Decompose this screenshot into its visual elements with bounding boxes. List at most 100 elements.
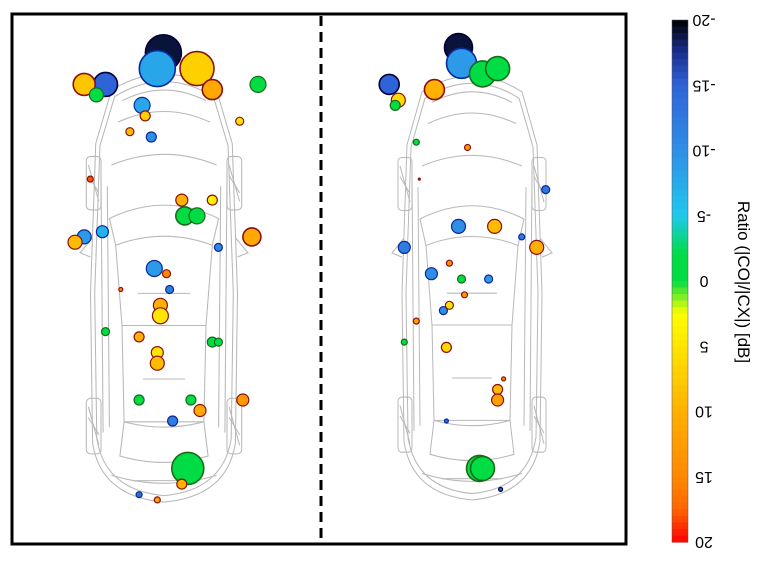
colorbar-band <box>672 287 688 295</box>
colorbar-band <box>672 261 688 269</box>
colorbar-band <box>672 235 688 243</box>
bubble-point <box>249 75 267 94</box>
colorbar-tick-label: 5 <box>699 337 708 354</box>
colorbar-band <box>672 39 688 47</box>
bubble-point <box>236 393 250 407</box>
colorbar-band <box>672 515 688 524</box>
colorbar-band <box>672 130 688 139</box>
colorbar-band <box>672 300 688 308</box>
bubble-point <box>149 355 165 371</box>
colorbar-band <box>672 378 688 386</box>
bubble-point <box>176 478 188 490</box>
colorbar-band <box>672 346 688 354</box>
bubble-point <box>201 78 224 101</box>
colorbar-band <box>672 228 688 236</box>
colorbar-band <box>672 209 688 217</box>
colorbar-band <box>672 365 688 373</box>
colorbar-band <box>672 522 688 530</box>
bubble-point <box>133 331 145 343</box>
bubble-point <box>100 327 111 337</box>
colorbar-band <box>672 176 688 184</box>
colorbar-band <box>672 26 688 34</box>
bubble-point <box>484 55 511 82</box>
bubble-point <box>145 131 157 143</box>
bubble-point <box>242 227 262 247</box>
colorbar-band <box>672 411 688 419</box>
bubble-point <box>193 403 207 418</box>
colorbar-band <box>672 52 688 60</box>
bubble-point <box>118 286 124 293</box>
bubble-point <box>145 259 163 278</box>
colorbar-band <box>672 352 688 360</box>
colorbar-band <box>672 111 688 119</box>
bubble-point <box>139 110 151 122</box>
colorbar-band <box>672 496 688 504</box>
colorbar-band <box>672 307 688 315</box>
plot-frame <box>10 12 628 546</box>
colorbar-band <box>672 359 688 367</box>
bubble-point <box>389 99 401 112</box>
bubble-point <box>165 284 175 295</box>
colorbar-band <box>672 267 688 276</box>
bubble-point <box>151 307 169 325</box>
colorbar-band <box>672 444 688 452</box>
right-car-panel <box>378 32 553 501</box>
colorbar-tick-label: 10 <box>695 403 713 420</box>
colorbar-band <box>672 450 688 458</box>
colorbar-tick-label: -15 <box>692 76 715 93</box>
bubble-point <box>450 218 467 234</box>
colorbar-band <box>672 320 688 328</box>
colorbar-band <box>672 476 688 484</box>
colorbar-band <box>672 196 688 204</box>
colorbar-band <box>672 431 688 439</box>
bubble-point <box>463 143 472 152</box>
colorbar-band <box>672 117 688 125</box>
bubble-point <box>185 394 197 406</box>
colorbar-band <box>672 20 688 28</box>
bubble-point <box>498 486 504 492</box>
colorbar-band <box>672 183 688 191</box>
colorbar-band <box>672 398 688 406</box>
colorbar-band <box>672 483 688 491</box>
colorbar-band <box>672 254 688 263</box>
bubble-point <box>423 78 446 101</box>
colorbar-band <box>672 170 688 178</box>
colorbar-band <box>672 404 688 413</box>
bubble-point <box>235 116 245 126</box>
bubble-point <box>460 291 469 299</box>
bubble-point <box>175 193 189 207</box>
colorbar-band <box>672 457 688 465</box>
bubble-point <box>378 73 401 96</box>
colorbar-band <box>672 33 688 41</box>
colorbar-band <box>672 418 688 426</box>
colorbar-band <box>672 163 688 171</box>
bubble-point <box>518 233 526 241</box>
bubble-point <box>179 50 215 87</box>
bubble-point <box>529 239 545 255</box>
colorbar-band <box>672 72 688 80</box>
colorbar-band <box>672 470 688 478</box>
colorbar-band <box>672 46 688 54</box>
colorbar-band <box>672 535 688 543</box>
colorbar-band <box>672 157 688 165</box>
bubble-point <box>412 138 420 146</box>
colorbar-bands <box>672 20 688 543</box>
colorbar-band <box>672 85 688 93</box>
colorbar-band <box>672 98 688 106</box>
car-outline-left <box>79 73 249 503</box>
bubble-point <box>397 240 411 254</box>
colorbar-band <box>672 333 688 341</box>
bubble-point <box>444 300 454 310</box>
colorbar-band <box>672 509 688 517</box>
colorbar-band <box>672 281 688 289</box>
colorbar-band <box>672 372 688 380</box>
bubble-point <box>438 306 448 316</box>
bubble-point <box>213 337 223 347</box>
colorbar-band <box>672 91 688 99</box>
bubble-point <box>440 341 452 353</box>
colorbar-band <box>672 248 688 256</box>
colorbar-band <box>672 391 688 400</box>
bubble-point <box>487 218 503 234</box>
